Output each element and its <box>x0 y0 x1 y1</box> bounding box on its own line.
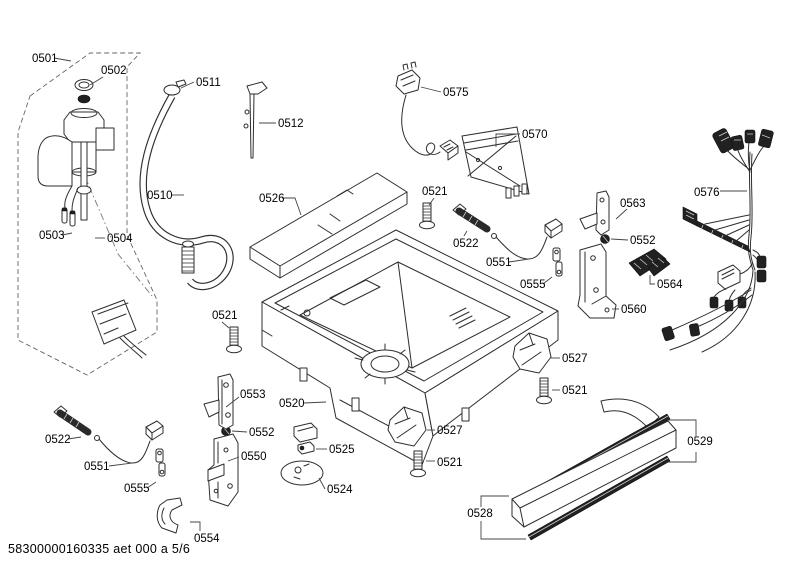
part-label-0526-7: 0526 <box>259 193 285 205</box>
part-0552-grommet-right <box>600 234 610 244</box>
part-0511-hose-clamp <box>163 79 187 96</box>
part-label-0525-27: 0525 <box>329 444 355 456</box>
part-0550-plate <box>207 433 239 507</box>
part-0521-screw-left <box>226 326 242 354</box>
part-label-0521-22: 0521 <box>562 385 588 397</box>
part-0551-cable-left <box>94 420 164 464</box>
part-0501-dashed-outline <box>17 52 158 376</box>
part-label-0524-33: 0524 <box>327 484 353 496</box>
part-label-0521-31: 0521 <box>437 457 463 469</box>
part-0553-bracket <box>203 373 234 430</box>
part-0563-bracket <box>579 190 610 236</box>
part-0555-clip-right <box>552 247 563 277</box>
part-label-0551-29: 0551 <box>84 461 110 473</box>
part-label-0521-19: 0521 <box>212 310 238 322</box>
part-label-0575-4: 0575 <box>443 87 469 99</box>
footer-document-code: 58300000160335 aet 000 a 5/6 <box>8 542 190 556</box>
part-label-0504-18: 0504 <box>107 233 133 245</box>
part-0555-clip-left <box>155 448 166 477</box>
part-0521-screw-bottom <box>410 450 426 478</box>
part-0528-plinth-panel <box>511 398 677 541</box>
part-0521-screw-top <box>419 202 435 230</box>
part-label-0520-23: 0520 <box>279 398 305 410</box>
part-label-0555-14: 0555 <box>520 279 546 291</box>
leader-lines <box>53 57 747 540</box>
part-0512-sensor-stick <box>243 81 268 159</box>
part-0575-power-cord <box>395 61 459 161</box>
part-0525-clip <box>293 422 318 455</box>
part-label-0522-9: 0522 <box>453 238 479 250</box>
part-label-0501-0: 0501 <box>32 53 58 65</box>
part-0521-screw-right <box>536 377 552 405</box>
part-label-0522-24: 0522 <box>45 434 71 446</box>
part-label-0570-5: 0570 <box>522 129 548 141</box>
part-0576-wiring-harness <box>661 128 774 353</box>
part-0524-cap <box>280 460 324 486</box>
part-label-0502-1: 0502 <box>101 65 127 77</box>
part-label-0503-17: 0503 <box>39 230 65 242</box>
part-label-0576-11: 0576 <box>694 187 720 199</box>
part-label-0564-15: 0564 <box>657 279 683 291</box>
part-label-0528-34: 0528 <box>467 508 493 520</box>
part-label-0529-26: 0529 <box>687 436 713 448</box>
part-label-0512-3: 0512 <box>278 118 304 130</box>
part-label-0554-35: 0554 <box>194 533 220 545</box>
part-0554-bracket <box>156 497 183 534</box>
part-label-0563-10: 0563 <box>620 198 646 210</box>
part-0551-cable-right <box>491 218 563 260</box>
part-label-0553-21: 0553 <box>240 389 266 401</box>
part-0570-control-unit <box>461 126 530 199</box>
part-label-0552-12: 0552 <box>630 235 656 247</box>
part-0564-contact-strip <box>628 248 671 277</box>
part-label-0511-2: 0511 <box>196 77 221 89</box>
part-labels: 0501 0502 0511 0512 0575 0570 0510 0526 0521 0522… <box>32 53 720 545</box>
part-label-0527-20: 0527 <box>562 353 588 365</box>
part-0526-cover-panel <box>249 172 408 279</box>
part-0510-hose <box>139 79 234 291</box>
part-label-0551-13: 0551 <box>486 257 512 269</box>
part-0522-pin-left <box>53 405 92 436</box>
part-0560-mounting-plate <box>577 243 617 319</box>
part-label-0560-16: 0560 <box>621 304 647 316</box>
part-label-0550-30: 0550 <box>241 451 267 463</box>
part-label-0552-25: 0552 <box>249 427 275 439</box>
part-0527-foot-mid <box>387 406 427 447</box>
part-0522-pin-right <box>452 203 491 233</box>
part-label-0510-6: 0510 <box>147 190 173 202</box>
part-label-0555-32: 0555 <box>124 483 150 495</box>
part-0504-flow-plate <box>91 299 147 359</box>
part-label-0521-8: 0521 <box>422 186 448 198</box>
part-0501-inlet-valve-assembly <box>37 79 115 227</box>
part-label-0527-28: 0527 <box>437 425 463 437</box>
part-0527-foot-right <box>512 332 552 374</box>
